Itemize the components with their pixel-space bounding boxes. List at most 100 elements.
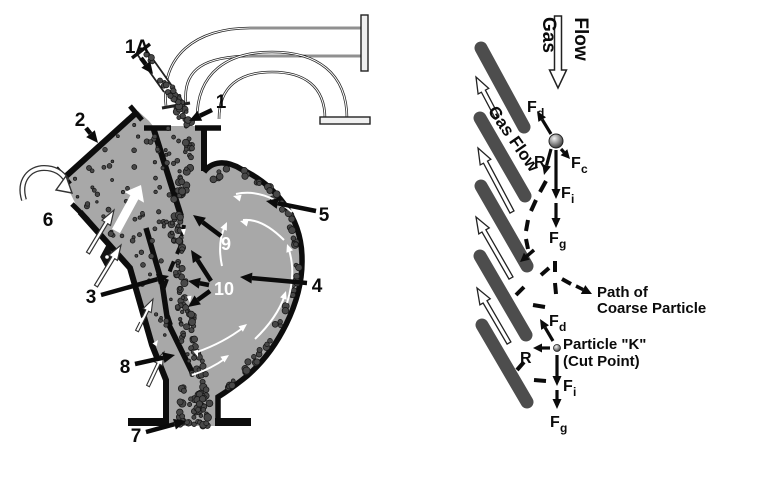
particle-dot bbox=[290, 235, 297, 242]
particle-dot bbox=[107, 230, 114, 237]
particle-dot bbox=[181, 138, 190, 147]
particle-k-label-line2: (Cut Point) bbox=[563, 353, 640, 370]
particle-k-label-line1: Particle "K" bbox=[563, 336, 646, 353]
particle-dot bbox=[176, 115, 182, 120]
callout-5: 5 bbox=[319, 205, 330, 226]
force-centrifugal-symbol: F bbox=[571, 155, 581, 172]
particle-dot bbox=[170, 230, 175, 235]
particle-dot bbox=[171, 238, 176, 243]
particle-dot bbox=[200, 407, 207, 413]
particle-dot bbox=[176, 398, 184, 406]
particle-dot bbox=[137, 232, 142, 238]
particle-dot bbox=[169, 220, 175, 226]
particle-dot bbox=[140, 262, 146, 268]
particle-dot bbox=[105, 206, 112, 213]
callout-arrow bbox=[201, 220, 223, 238]
particle-path-dash bbox=[532, 303, 546, 309]
callout-arrow bbox=[198, 107, 213, 118]
outlet-left-flange bbox=[128, 418, 168, 426]
particle-dot bbox=[188, 154, 194, 161]
resultant-force-arrow bbox=[545, 148, 553, 166]
particle-dot bbox=[178, 187, 187, 196]
force-gravity-subscript-k: g bbox=[560, 421, 567, 435]
gas-flow-vertical-word2: Flow bbox=[570, 17, 591, 60]
particle-dot bbox=[137, 215, 142, 220]
particle-dot bbox=[148, 272, 152, 277]
particle-dot bbox=[177, 169, 182, 174]
particle-dot bbox=[180, 387, 187, 394]
particle-path-dash bbox=[538, 180, 548, 193]
duct-gas-flow-arrow-icon bbox=[93, 243, 122, 288]
callout-arrow-head bbox=[162, 352, 175, 363]
circulation-arrow-icon bbox=[196, 326, 245, 353]
callout-arrow bbox=[139, 56, 148, 66]
particle-dot bbox=[134, 253, 139, 258]
louver-bar bbox=[474, 179, 534, 273]
particle-dot bbox=[159, 316, 163, 320]
circulation-arrow-head bbox=[238, 324, 247, 332]
funnel-gas-flow-arrow-icon bbox=[134, 297, 154, 333]
particle-dot bbox=[190, 335, 198, 343]
callout-arrow bbox=[134, 355, 164, 367]
particle-dot bbox=[178, 178, 186, 186]
force-drag-subscript-k: d bbox=[559, 320, 566, 334]
particle-dot bbox=[148, 253, 155, 260]
louver-bar bbox=[474, 41, 531, 134]
particle-dot bbox=[170, 195, 178, 203]
particle-dot bbox=[253, 358, 261, 366]
centrifugal-force-arrow-head bbox=[560, 149, 570, 159]
louver-bar bbox=[473, 111, 532, 203]
particle-dot bbox=[191, 414, 197, 420]
particle-dot bbox=[209, 175, 218, 184]
particle-dot bbox=[264, 341, 270, 347]
particle-dot bbox=[178, 338, 185, 344]
particle-dot bbox=[290, 292, 296, 298]
louver-force-diagram bbox=[473, 15, 592, 409]
cut-point-particle-sphere bbox=[553, 344, 561, 352]
fine-particle-deflect-arrow bbox=[525, 248, 536, 258]
particle-dot bbox=[164, 219, 169, 225]
force-centrifugal-subscript: c bbox=[581, 162, 588, 176]
force-gravity-subscript: g bbox=[559, 237, 566, 251]
gravity-force-arrow-head bbox=[551, 218, 561, 228]
particle-path-dash bbox=[524, 238, 530, 250]
particle-dot bbox=[277, 319, 283, 325]
gas-flow-vertical-word1: Gas bbox=[538, 17, 559, 53]
particle-dot bbox=[72, 176, 78, 181]
particle-dot bbox=[132, 123, 137, 127]
particle-dot bbox=[152, 134, 158, 140]
particle-dot bbox=[163, 333, 167, 337]
stream-direction-arrow bbox=[180, 228, 186, 236]
particle-dot bbox=[152, 226, 158, 232]
particle-dot bbox=[175, 261, 180, 266]
particle-dot bbox=[158, 258, 164, 264]
particle-dot bbox=[202, 386, 210, 393]
force-inertial-subscript-k: i bbox=[573, 385, 576, 399]
fine-particle-deflect-arrow-head bbox=[520, 252, 530, 262]
callout-1A: 1A bbox=[125, 37, 150, 58]
particle-dot bbox=[175, 98, 182, 106]
inner-pipe-inner-wall bbox=[218, 71, 326, 120]
wall-gap-flow-arrow bbox=[137, 317, 143, 324]
duct-damper-pivot bbox=[105, 255, 109, 259]
particle-dot bbox=[164, 159, 170, 166]
particle-dot bbox=[188, 327, 195, 334]
particle-dot bbox=[279, 206, 286, 213]
particle-dot bbox=[152, 160, 157, 165]
particle-dot bbox=[188, 145, 195, 152]
particle-dot bbox=[89, 168, 95, 174]
resultant-force-arrow-head bbox=[542, 164, 551, 175]
circulation-arrow-icon bbox=[254, 294, 286, 340]
particle-path-dash bbox=[524, 219, 530, 232]
callout-arrow-head bbox=[188, 277, 201, 289]
gravity-force-arrow-k-head bbox=[552, 399, 562, 409]
duct-lower-wall-and-funnel bbox=[77, 210, 169, 424]
circulation-arrow-head bbox=[280, 291, 287, 300]
gas-duct-upper-wall bbox=[61, 110, 139, 181]
particle-dot bbox=[181, 332, 186, 338]
particle-dot bbox=[90, 185, 95, 190]
callout-arrow bbox=[100, 277, 159, 298]
callout-arrow bbox=[84, 126, 93, 136]
particle-dot bbox=[202, 371, 209, 378]
